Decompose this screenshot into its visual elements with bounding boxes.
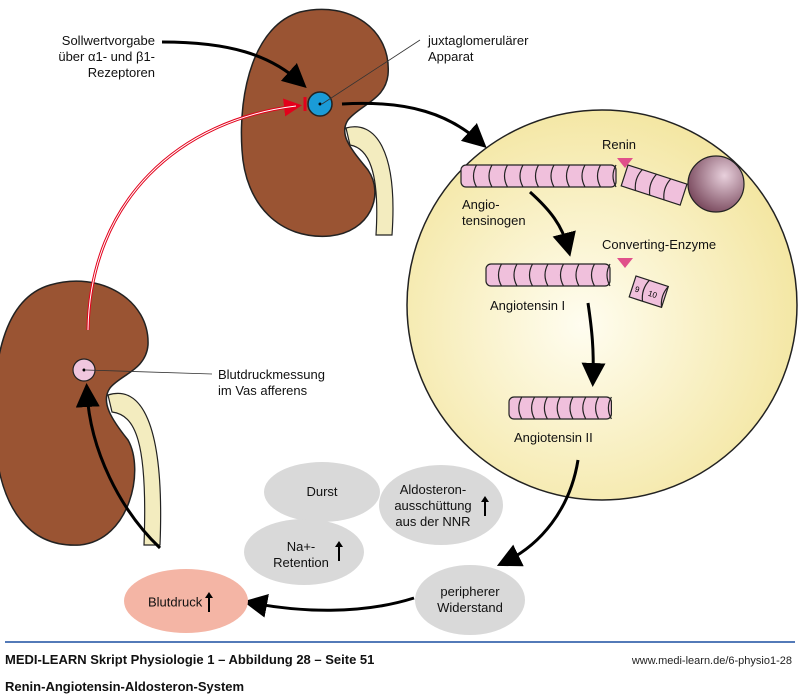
jga-line-1: juxtaglomerulärer <box>428 33 529 48</box>
angiotensinogen-line-1: Angio- <box>462 197 500 212</box>
label-peripherer-widerstand: peripherer Widerstand <box>425 584 515 616</box>
dipeptide-fragment: 9 10 <box>628 275 670 309</box>
amino-acid-segment <box>550 164 555 188</box>
na-retention-line-1: Na+- <box>286 539 316 554</box>
widerstand-ellipse <box>415 565 525 635</box>
label-blutdruck: Blutdruck <box>148 592 214 612</box>
ureter-left <box>107 392 162 546</box>
widerstand-line-2: Widerstand <box>437 600 503 615</box>
amino-acid-segment <box>472 164 478 188</box>
amino-acid-segment <box>556 396 561 420</box>
amino-acid-segment <box>596 164 602 188</box>
amino-acid-segment <box>565 164 571 188</box>
arrow-to-blutdruck <box>243 593 415 618</box>
amino-acid-segment <box>595 396 600 420</box>
sollwert-line-3: Rezeptoren <box>87 65 155 80</box>
angiotensin-2-peptide <box>508 396 613 420</box>
label-angiotensinogen: Angio- tensinogen <box>462 197 526 229</box>
arrow-to-measurement <box>75 383 162 550</box>
amino-acid-segment <box>559 263 565 287</box>
kidney-left <box>0 280 162 546</box>
label-angiotensin-1: Angiotensin I <box>490 298 566 313</box>
reaction-circle <box>406 109 798 501</box>
aldosteron-line-2: ausschüttung <box>394 498 472 513</box>
amino-acid-segment <box>575 263 580 287</box>
label-sollwert: Sollwertvorgabe über α1- und β1- Rezepto… <box>40 33 155 81</box>
cleaved-fragment <box>620 164 688 206</box>
arrow-to-widerstand <box>496 459 580 567</box>
amino-acid-segment <box>518 396 523 420</box>
amino-acid-segment <box>503 164 509 188</box>
increase-arrow-icon <box>481 496 489 516</box>
label-na-retention: Na+- Retention <box>266 539 336 571</box>
blutdruckmessung-line-2: im Vas afferens <box>218 383 308 398</box>
arrow-to-angiotensin-1 <box>528 190 576 257</box>
footer-url[interactable]: www.medi-learn.de/6-physio1-28 <box>631 655 792 667</box>
leader-line-blutdruckmessung <box>85 369 213 375</box>
amino-acid-segment <box>581 164 586 188</box>
amino-acid-segment <box>513 263 518 287</box>
amino-acid-segment <box>543 396 548 420</box>
fragment-number-9: 9 <box>634 285 642 295</box>
footer-title: MEDI-LEARN Skript Physiologie 1 – Abbild… <box>5 652 375 667</box>
sollwert-line-2: über α1- und β1- <box>58 49 155 64</box>
amino-acid-segment <box>534 164 540 188</box>
arrow-renin-release <box>341 101 487 149</box>
peptide-body <box>460 164 617 188</box>
kidney-top <box>240 8 394 237</box>
amino-acid-segment <box>582 396 587 420</box>
angiotensin-1-peptide <box>485 263 611 287</box>
aldosteron-line-1: Aldosteron- <box>399 482 467 497</box>
fragment-number-10: 10 <box>647 289 659 300</box>
increase-arrow-icon <box>335 541 343 561</box>
amino-acid-segment <box>569 396 574 420</box>
blutdruck-text: Blutdruck <box>148 594 203 610</box>
converting-enzyme-marker-icon <box>617 258 633 268</box>
blutdruckmessung-line-1: Blutdruckmessung <box>218 367 325 382</box>
leader-line-jga <box>321 39 421 105</box>
amino-acid-segment <box>519 164 524 188</box>
increase-arrow-icon <box>205 592 214 612</box>
sollwert-line-1: Sollwertvorgabe <box>61 33 155 48</box>
angiotensinogen-peptide <box>460 164 617 188</box>
amino-acid-segment <box>607 396 612 420</box>
aldosteron-ellipse <box>379 465 503 545</box>
widerstand-line-1: peripherer <box>440 584 500 599</box>
durst-ellipse <box>264 462 380 522</box>
amino-acid-segment <box>497 263 503 287</box>
arrow-sollwert <box>161 40 307 89</box>
amino-acid-segment <box>544 263 549 287</box>
amino-acid-segment <box>488 164 493 188</box>
footer-subtitle: Renin-Angiotensin-Aldosteron-System <box>5 679 245 694</box>
renin-marker-icon <box>617 158 633 168</box>
angiotensinogen-line-2: tensinogen <box>462 213 526 228</box>
label-blutdruckmessung: Blutdruckmessung im Vas afferens <box>218 367 325 399</box>
label-converting-enzyme: Converting-Enzyme <box>602 237 717 252</box>
aldosteron-line-3: aus der NNR <box>395 514 471 529</box>
blutdruck-ellipse <box>124 569 248 633</box>
label-durst: Durst <box>306 484 338 499</box>
amino-acid-segment <box>528 263 534 287</box>
amino-acid-segment <box>606 263 611 287</box>
amino-acid-segment <box>590 263 596 287</box>
protein-ball <box>687 155 745 213</box>
label-angiotensin-2: Angiotensin II <box>514 430 593 445</box>
jga-line-2: Apparat <box>428 49 474 64</box>
na-retention-ellipse <box>244 519 364 585</box>
ureter-top <box>345 126 394 236</box>
na-retention-line-2: Retention <box>273 555 329 570</box>
label-jga: juxtaglomerulärer Apparat <box>428 33 528 65</box>
arrow-to-angiotensin-2 <box>581 302 606 387</box>
amino-acid-segment <box>612 164 617 188</box>
label-renin: Renin <box>602 137 636 152</box>
label-aldosteron: Aldosteron- ausschüttung aus der NNR <box>388 482 478 530</box>
amino-acid-segment <box>531 396 536 420</box>
